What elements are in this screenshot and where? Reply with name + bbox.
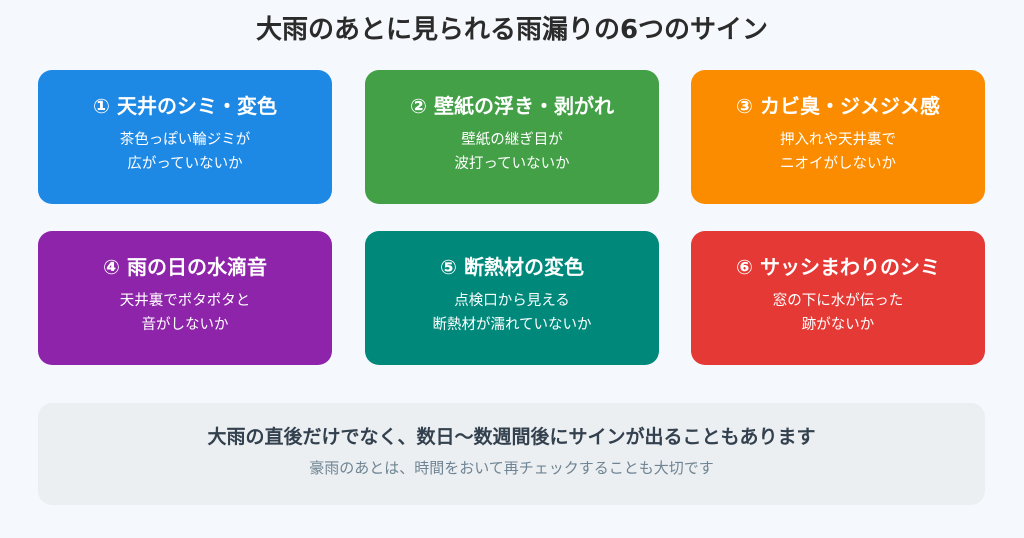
page-title: 大雨のあとに見られる雨漏りの6つのサイン xyxy=(255,15,769,45)
card-description-line: 広がっていないか xyxy=(127,156,243,172)
sign-card-mold-smell: ③ カビ臭・ジメジメ感 押入れや天井裏で ニオイがしないか xyxy=(691,70,985,204)
sign-card-wallpaper-peeling: ② 壁紙の浮き・剥がれ 壁紙の継ぎ目が 波打っていないか xyxy=(365,70,659,204)
card-description: 押入れや天井裏で ニオイがしないか xyxy=(691,128,985,176)
card-title: ② 壁紙の浮き・剥がれ xyxy=(410,94,614,118)
footer-sub-text: 豪雨のあとは、時間をおいて再チェックすることも大切です xyxy=(309,459,714,477)
card-description-line: 断熱材が濡れていないか xyxy=(432,317,592,333)
card-description-line: 音がしないか xyxy=(141,317,229,333)
sign-card-window-sash-stain: ⑥ サッシまわりのシミ 窓の下に水が伝った 跡がないか xyxy=(691,231,985,365)
card-description-line: 茶色っぽい輪ジミが xyxy=(119,132,251,148)
sign-card-dripping-sound: ④ 雨の日の水滴音 天井裏でポタポタと 音がしないか xyxy=(38,231,332,365)
card-description-line: 天井裏でポタポタと xyxy=(119,293,251,309)
sign-card-ceiling-stain: ① 天井のシミ・変色 茶色っぽい輪ジミが 広がっていないか xyxy=(38,70,332,204)
card-description-line: 押入れや天井裏で xyxy=(780,132,896,148)
card-description-line: ニオイがしないか xyxy=(780,156,896,172)
sign-card-insulation-discoloration: ⑤ 断熱材の変色 点検口から見える 断熱材が濡れていないか xyxy=(365,231,659,365)
card-description: 茶色っぽい輪ジミが 広がっていないか xyxy=(38,128,332,176)
card-title: ④ 雨の日の水滴音 xyxy=(103,255,267,279)
card-title: ⑤ 断熱材の変色 xyxy=(440,255,584,279)
card-description: 天井裏でポタポタと 音がしないか xyxy=(38,289,332,337)
card-title: ⑥ サッシまわりのシミ xyxy=(736,255,940,279)
card-description-line: 跡がないか xyxy=(801,317,875,333)
card-title: ① 天井のシミ・変色 xyxy=(93,94,277,118)
card-description: 点検口から見える 断熱材が濡れていないか xyxy=(365,289,659,337)
footer-main-text: 大雨の直後だけでなく、数日〜数週間後にサインが出ることもあります xyxy=(207,426,816,448)
card-title: ③ カビ臭・ジメジメ感 xyxy=(736,94,940,118)
card-description: 壁紙の継ぎ目が 波打っていないか xyxy=(365,128,659,176)
card-description-line: 窓の下に水が伝った xyxy=(772,293,904,309)
card-description-line: 点検口から見える xyxy=(454,293,570,309)
card-description-line: 波打っていないか xyxy=(454,156,570,172)
footer-note-box: 大雨の直後だけでなく、数日〜数週間後にサインが出ることもあります 豪雨のあとは、… xyxy=(38,403,985,505)
card-description: 窓の下に水が伝った 跡がないか xyxy=(691,289,985,337)
card-description-line: 壁紙の継ぎ目が xyxy=(461,132,563,148)
